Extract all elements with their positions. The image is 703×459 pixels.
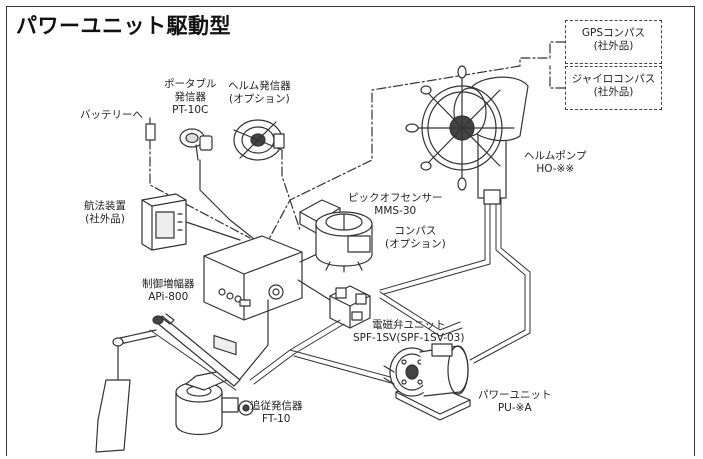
battery-connector — [145, 117, 156, 141]
portable-cable — [199, 159, 269, 251]
control-amplifier — [203, 235, 303, 356]
top-band — [0, 0, 703, 5]
follower-name: 追従発信器 — [250, 400, 303, 412]
power-unit-model: PU-※A — [497, 402, 532, 414]
compass-name: コンパス — [394, 225, 437, 237]
amp-to-follower-cable — [235, 299, 269, 385]
navigation-device — [141, 193, 187, 251]
amplifier-label: 制御増幅器 APi-800 — [142, 278, 195, 304]
pipe-a2 — [383, 194, 491, 295]
pipe-c2 — [253, 323, 345, 385]
nav-device-label: 航法装置 (社外品) — [84, 200, 126, 226]
battery-label: バッテリーへ — [80, 109, 143, 121]
helm-pump-label: ヘルムポンプ HO-※※ — [524, 150, 586, 176]
portable-label-line1: ポータブル — [164, 78, 217, 90]
gps-compass-box: GPSコンパス (社外品) — [565, 20, 662, 64]
power-unit-label: パワーユニット PU-※A — [478, 389, 552, 415]
compass-label: コンパス (オプション) — [385, 225, 446, 251]
pipe-b1 — [469, 194, 526, 361]
gyro-compass-note: (社外品) — [593, 86, 634, 98]
pipe-b2 — [473, 194, 531, 364]
portable-label-line2: 発信器 — [174, 91, 207, 103]
pickoff-sensor-label: ピックオフセンサー MMS-30 — [348, 192, 443, 218]
pipe-e1 — [379, 291, 461, 331]
solenoid-name: 電磁弁ユニット — [371, 319, 446, 331]
amp-to-solenoid-cable — [297, 279, 331, 301]
diagram-frame — [6, 6, 695, 456]
compass-note: (オプション) — [385, 238, 446, 250]
nav-cable — [185, 221, 241, 241]
solenoid-label: 電磁弁ユニット SPF-1SV(SPF-1SV-03) — [353, 319, 464, 345]
gyro-compass-label: ジャイロコンパス — [571, 73, 656, 85]
amplifier-name: 制御増幅器 — [142, 278, 195, 290]
pipe-a1 — [379, 194, 486, 291]
portable-transmitter — [179, 128, 213, 161]
rudder-linkage — [95, 313, 241, 453]
gps-compass-note: (社外品) — [593, 40, 634, 52]
helm-transmitter — [233, 119, 285, 161]
helm-transmitter-label: ヘルム発信器 (オプション) — [228, 80, 291, 106]
page-title: パワーユニット駆動型 — [16, 14, 231, 38]
nav-device-note: (社外品) — [85, 213, 125, 225]
signal-cables — [149, 41, 566, 253]
amplifier-model: APi-800 — [148, 291, 189, 303]
helm-transmitter-name: ヘルム発信器 — [228, 80, 291, 92]
portable-label-model: PT-10C — [172, 104, 209, 116]
sensor-cable-main — [261, 65, 521, 253]
helm-tx-cable — [281, 149, 301, 231]
helm-pump-name: ヘルムポンプ — [524, 150, 587, 162]
power-unit-name: パワーユニット — [478, 389, 552, 401]
solenoid-model: SPF-1SV(SPF-1SV-03) — [353, 332, 465, 344]
gyro-cable — [549, 65, 566, 89]
follower-model: FT-10 — [262, 413, 291, 425]
solenoid-valve — [329, 285, 371, 329]
power-unit — [383, 343, 471, 421]
gps-compass-label: GPSコンパス — [581, 27, 646, 39]
pipe-e2 — [379, 297, 463, 337]
gps-cable — [519, 41, 566, 67]
follower-transmitter — [175, 369, 254, 435]
gyro-compass-box: ジャイロコンパス (社外品) — [565, 66, 662, 110]
compass-unit — [315, 211, 373, 273]
pickoff-sensor-name: ピックオフセンサー — [348, 192, 443, 204]
pickoff-sensor-model: MMS-30 — [374, 205, 417, 217]
helm-pump — [405, 65, 529, 205]
battery-cable — [149, 139, 251, 239]
helm-pump-model: HO-※※ — [536, 163, 575, 175]
electric-cables — [185, 159, 331, 385]
nav-device-name: 航法装置 — [84, 200, 126, 212]
portable-label: ポータブル 発信器 PT-10C — [164, 78, 217, 117]
follower-label: 追従発信器 FT-10 — [250, 400, 303, 426]
helm-transmitter-note: (オプション) — [229, 93, 290, 105]
